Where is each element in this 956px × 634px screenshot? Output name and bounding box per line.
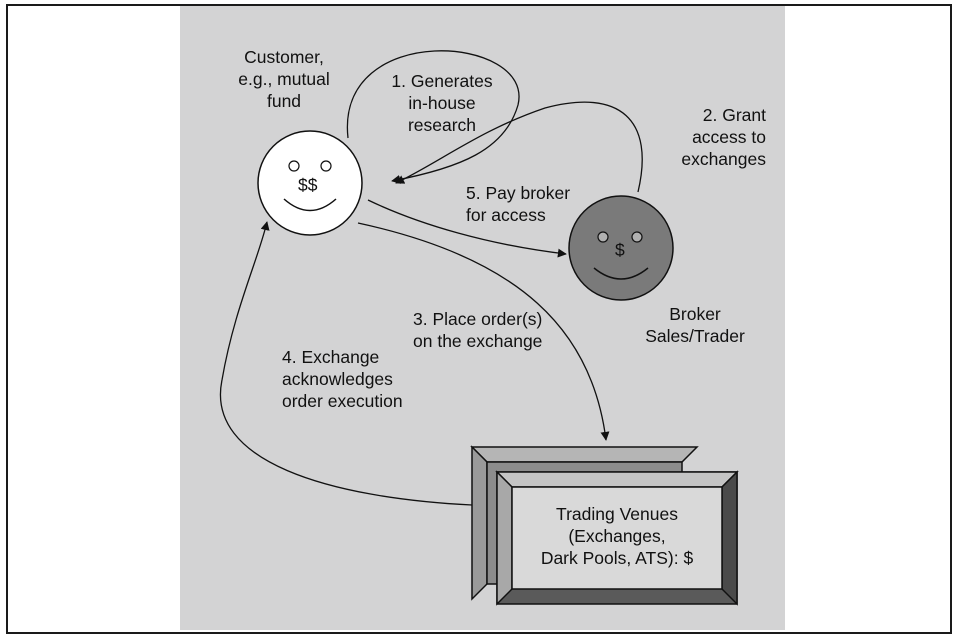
broker-label: Broker Sales/Trader (645, 304, 745, 346)
arrow-step1 (346, 50, 520, 184)
arrow-step5 (367, 199, 567, 258)
arrow-step4 (219, 221, 473, 506)
broker-smiley-icon (568, 195, 674, 301)
arrow-step2 (395, 101, 643, 193)
step3-label: 3. Place order(s) on the exchange (413, 309, 543, 351)
venue-box-front (495, 470, 739, 606)
broker-dollar-symbol: $ (615, 240, 625, 260)
customer-label: Customer, e.g., mutual fund (238, 47, 330, 111)
arrow-step3 (357, 222, 610, 441)
customer-smiley-icon (257, 130, 363, 236)
step5-label: 5. Pay broker for access (466, 183, 571, 225)
trading-venues-label: Trading Venues (Exchanges, Dark Pools, A… (540, 504, 694, 568)
step1-label: 1. Generates in-house research (391, 71, 493, 135)
step4-label: 4. Exchange acknowledges order execution (282, 347, 403, 411)
step2-label: 2. Grant access to exchanges (681, 105, 766, 169)
customer-dollar-symbol: $$ (298, 175, 318, 195)
